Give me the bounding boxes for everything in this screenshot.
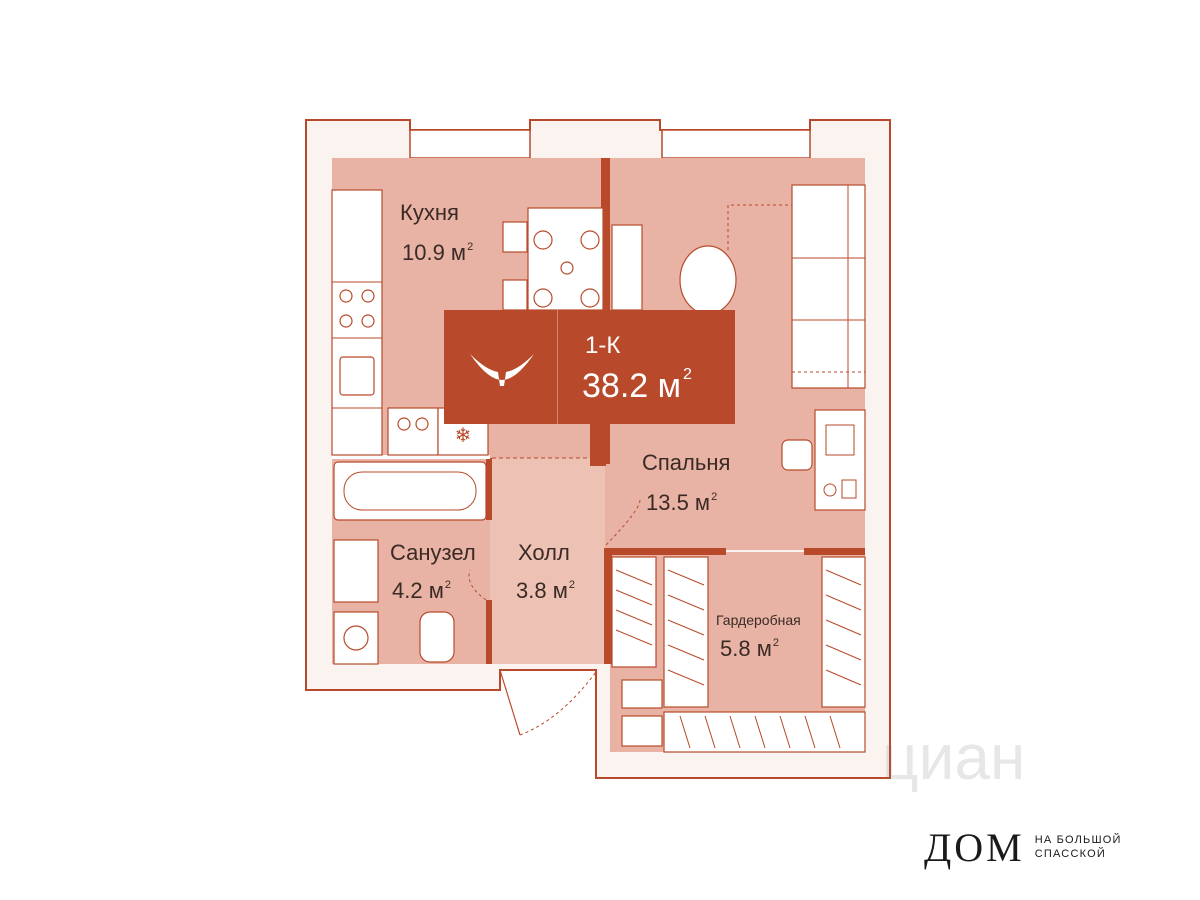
wall-bedroom-hall [590, 420, 606, 466]
bathtub [333, 461, 487, 521]
bedroom-closet [611, 224, 643, 311]
bird-logo-icon [470, 354, 534, 386]
wall-wardrobe-top-right [804, 548, 865, 555]
hall-name: Холл [518, 540, 570, 565]
sofa [791, 184, 866, 389]
stove-icon [339, 289, 375, 328]
kitchen-name: Кухня [400, 200, 459, 225]
hall-area: 3.8 м2 [516, 578, 575, 603]
closet-left [611, 556, 657, 668]
watermark: циан [882, 721, 1026, 793]
badge-divider [557, 310, 558, 424]
washing-machine [333, 611, 379, 665]
bathroom-name: Санузел [390, 540, 476, 565]
wardrobe-name: Гардеробная [716, 612, 801, 628]
wall-wardrobe-top-left [604, 548, 726, 555]
bedroom-area: 13.5 м2 [646, 490, 718, 515]
bath-door [468, 569, 487, 601]
chair-icon [781, 439, 813, 471]
closet-right [821, 556, 866, 708]
wall-bath-top [332, 455, 490, 459]
entry-door [499, 669, 521, 736]
brand-name: ДОМ [924, 825, 1025, 870]
bedroom-name: Спальня [642, 450, 731, 475]
window-kitchen [409, 129, 531, 159]
shoe-shelf-1 [621, 679, 663, 709]
desk [814, 409, 866, 511]
toilet-icon [419, 611, 455, 663]
dishwasher [387, 407, 439, 456]
bathroom-area: 4.2 м2 [392, 578, 451, 603]
kitchen-area: 10.9 м2 [402, 240, 474, 265]
wardrobe-area: 5.8 м2 [720, 636, 779, 661]
window-bedroom [661, 129, 811, 159]
sink-icon [339, 356, 375, 396]
wall-hall-wardrobe [604, 548, 612, 664]
wall-bath-hall-2 [486, 600, 492, 664]
kitchen-counter [331, 189, 383, 456]
dining-table-icon [502, 207, 604, 311]
snowflake-icon: ❄ [455, 423, 472, 447]
bedroom-door [605, 499, 641, 546]
hall-floor [490, 458, 605, 664]
bath-sink [333, 539, 379, 603]
wall-bath-hall [486, 458, 492, 520]
shoe-shelf-2 [621, 715, 663, 747]
apartment-type: 1-К [585, 332, 621, 359]
round-table-icon [679, 245, 737, 315]
closet-left-2 [663, 556, 709, 708]
